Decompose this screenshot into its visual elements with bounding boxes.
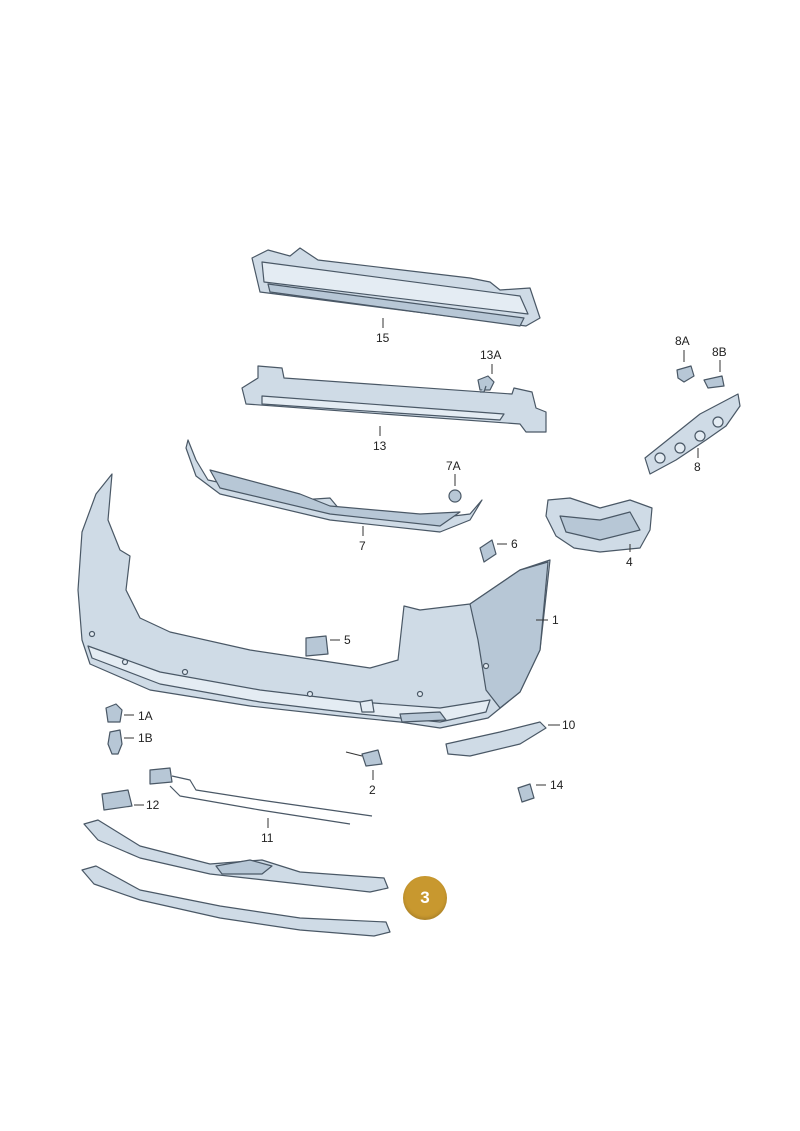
part-7-mount	[185, 439, 483, 533]
label-8b: 8B	[712, 345, 727, 359]
label-7a: 7A	[446, 459, 461, 473]
clip-5-icon	[305, 635, 329, 657]
label-4: 4	[626, 555, 633, 569]
label-7: 7	[359, 539, 366, 553]
part-3-badge: 3	[403, 876, 447, 920]
label-1a: 1A	[138, 709, 153, 723]
part-2-cover	[345, 749, 383, 767]
clip-6-icon	[479, 539, 497, 563]
clip-14-icon	[517, 783, 535, 803]
part-8-guide	[644, 393, 741, 475]
label-8a: 8A	[675, 334, 690, 348]
part-4-bracket	[545, 497, 653, 553]
part-10-trim	[445, 721, 547, 757]
part-15-absorber	[251, 247, 541, 327]
fastener-8a-icon	[676, 365, 695, 383]
label-15: 15	[376, 331, 390, 345]
label-2: 2	[369, 783, 376, 797]
fastener-1a-icon	[105, 703, 123, 723]
clip-7a-icon	[448, 489, 462, 503]
label-13: 13	[373, 439, 387, 453]
label-5: 5	[344, 633, 351, 647]
label-8: 8	[694, 460, 701, 474]
label-10: 10	[562, 718, 576, 732]
part-13-impact-bar	[241, 365, 547, 433]
part-12-bracket	[101, 789, 133, 811]
label-6: 6	[511, 537, 518, 551]
part-1-bumper-cover	[77, 473, 551, 729]
bolt-13a-icon	[477, 375, 495, 393]
part-11-harness	[149, 767, 373, 825]
label-13a: 13A	[480, 348, 501, 362]
label-11: 11	[261, 831, 274, 845]
label-14: 14	[550, 778, 564, 792]
label-12: 12	[146, 798, 160, 812]
part-3-spoiler-lower	[81, 865, 391, 937]
fastener-8b-icon	[703, 375, 725, 389]
label-1: 1	[552, 613, 559, 627]
part-3-spoiler-upper	[83, 819, 389, 893]
label-1b: 1B	[138, 731, 153, 745]
screw-1b-icon	[107, 729, 123, 755]
